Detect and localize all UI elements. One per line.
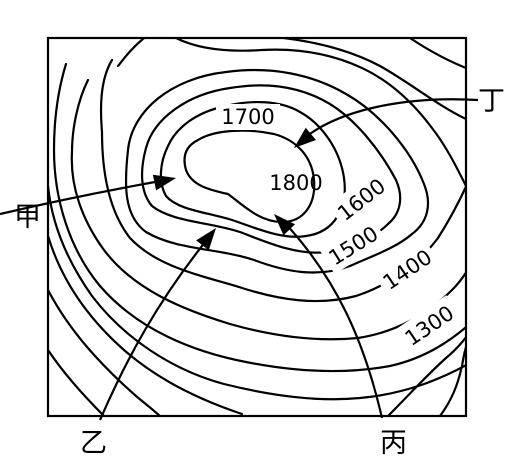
route-ding [301, 98, 479, 141]
contour-line [48, 348, 106, 416]
contour-line [408, 38, 466, 70]
arrow-head-jia [152, 174, 176, 191]
route-bing [283, 221, 384, 419]
route-yi [98, 235, 211, 421]
point-label-yi: 乙 [80, 428, 107, 459]
contour-1500 [124, 68, 430, 274]
contour-line [282, 38, 466, 121]
elevation-labels: 1700 1800 1600 1500 1400 1300 [216, 104, 464, 355]
contour-line [386, 335, 466, 416]
routes [0, 98, 479, 421]
arrow-head-ding [294, 127, 316, 148]
contour-line [48, 288, 162, 416]
contour-line [116, 38, 146, 68]
map-frame [46, 36, 468, 418]
contour-1600 [140, 84, 402, 254]
point-label-ding: 丁 [478, 86, 505, 117]
contour-line [48, 234, 244, 416]
point-label-bing: 丙 [380, 428, 407, 459]
contour-line [438, 343, 466, 416]
contour-line [174, 38, 466, 188]
arrow-head-yi [196, 228, 216, 251]
contour-1400 [99, 58, 466, 303]
arrow-head-bing [274, 214, 296, 236]
route-jia [0, 178, 167, 216]
point-label-jia: 甲 [14, 202, 41, 233]
contour-lines [48, 38, 466, 416]
elevation-label-1800: 1800 [269, 171, 322, 195]
elevation-label-1700: 1700 [221, 105, 274, 129]
contour-line [52, 62, 466, 373]
point-labels: 甲 乙 丙 丁 [14, 86, 505, 459]
contour-line [48, 184, 466, 401]
